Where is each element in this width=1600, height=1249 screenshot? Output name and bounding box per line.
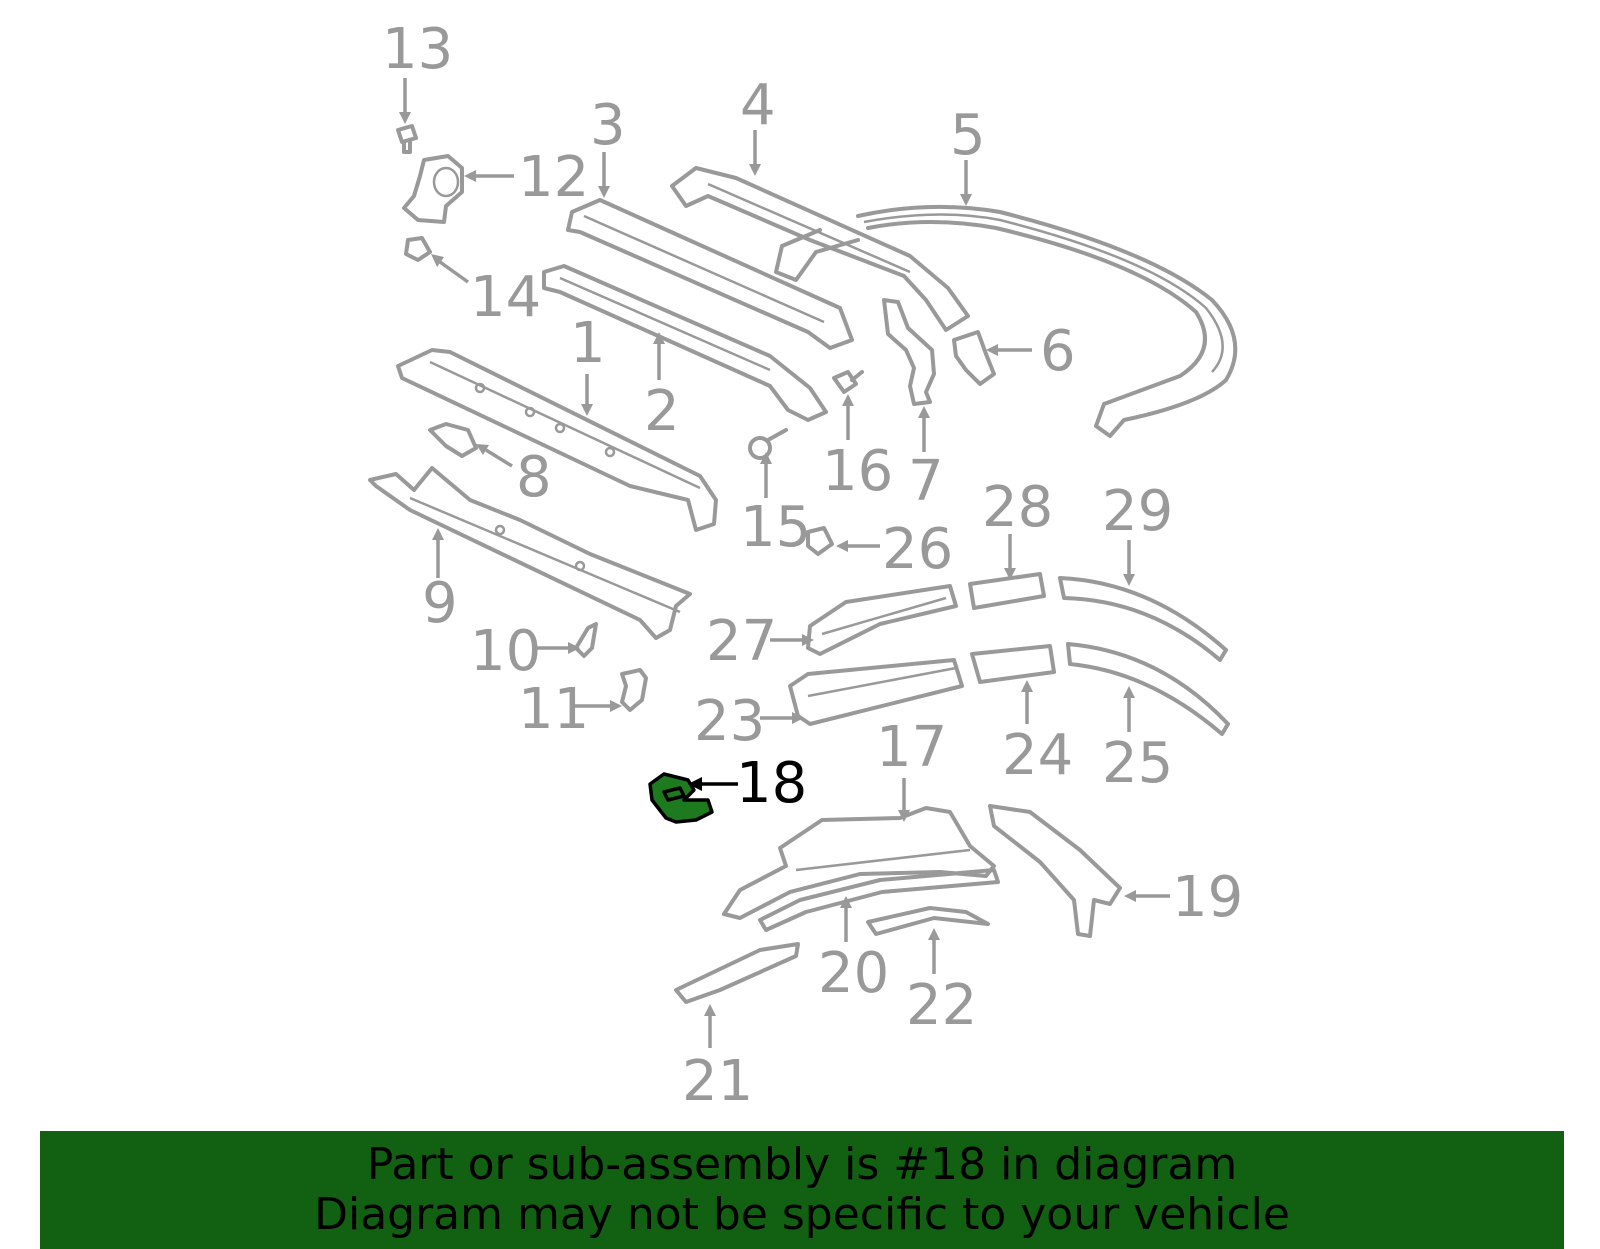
part-21 [674, 942, 800, 1004]
part-1 [396, 348, 718, 532]
arrow-19 [1124, 890, 1170, 902]
arrow-12 [464, 170, 514, 182]
arrow-9 [432, 528, 444, 578]
callout-29[interactable]: 29 [1102, 479, 1173, 544]
part-10 [574, 622, 598, 658]
arrow-28 [1004, 534, 1016, 580]
part-20 [758, 868, 1000, 932]
callout-28[interactable]: 28 [982, 475, 1053, 540]
callout-22[interactable]: 22 [906, 973, 977, 1038]
part-15 [748, 428, 788, 460]
arrow-21 [704, 1004, 716, 1048]
arrow-4 [749, 130, 761, 176]
part-6 [952, 330, 996, 386]
part-17 [722, 806, 996, 920]
part-12 [402, 154, 464, 224]
callout-11[interactable]: 11 [518, 677, 589, 742]
arrow-13 [399, 78, 411, 124]
callout-16[interactable]: 16 [822, 439, 893, 504]
callout-15[interactable]: 15 [740, 495, 811, 560]
callout-6[interactable]: 6 [1040, 319, 1076, 384]
arrow-29 [1123, 540, 1135, 586]
callout-17[interactable]: 17 [876, 715, 947, 780]
part-24 [970, 644, 1056, 684]
arrow-10 [536, 642, 580, 654]
arrow-25 [1123, 686, 1135, 732]
parts-diagram: 13 12 3 4 5 14 6 1 2 16 7 8 15 26 9 28 2… [368, 17, 1243, 1114]
callout-7[interactable]: 7 [908, 449, 944, 514]
arrow-15 [760, 452, 772, 498]
callout-10[interactable]: 10 [470, 619, 541, 684]
arrow-24 [1021, 680, 1033, 724]
part-5 [856, 204, 1238, 438]
part-27 [806, 584, 958, 656]
callout-18[interactable]: 18 [736, 751, 807, 816]
callout-8[interactable]: 8 [516, 445, 552, 510]
callout-5[interactable]: 5 [950, 103, 986, 168]
part-9 [368, 466, 692, 640]
arrow-26 [836, 540, 880, 552]
callout-20[interactable]: 20 [818, 941, 889, 1006]
part-19 [988, 804, 1122, 938]
arrow-5 [960, 160, 972, 206]
arrow-7 [918, 406, 930, 452]
part-14 [404, 236, 432, 262]
callout-12[interactable]: 12 [518, 145, 589, 210]
callout-21[interactable]: 21 [682, 1049, 753, 1114]
part-29 [1058, 576, 1228, 662]
banner-line-2: Diagram may not be specific to your vehi… [314, 1189, 1290, 1240]
arrow-3 [598, 152, 610, 198]
arrow-6 [986, 344, 1032, 356]
callout-23[interactable]: 23 [694, 689, 765, 754]
part-11 [620, 668, 648, 712]
part-18[interactable] [648, 772, 714, 824]
arrow-16 [842, 394, 854, 440]
part-2 [542, 264, 828, 422]
callout-24[interactable]: 24 [1002, 723, 1073, 788]
part-13 [396, 124, 418, 154]
callout-25[interactable]: 25 [1102, 731, 1173, 796]
callout-27[interactable]: 27 [706, 609, 777, 674]
arrow-1 [581, 374, 593, 416]
callout-2[interactable]: 2 [644, 379, 680, 444]
arrow-20 [840, 896, 852, 942]
callout-9[interactable]: 9 [422, 571, 458, 636]
arrow-22 [928, 928, 940, 974]
arrow-17 [898, 778, 910, 822]
part-25 [1066, 642, 1230, 736]
part-26 [806, 526, 834, 556]
arrow-8 [476, 444, 513, 468]
part-7 [882, 298, 936, 406]
callout-3[interactable]: 3 [590, 93, 626, 158]
callout-14[interactable]: 14 [470, 265, 541, 330]
part-16 [832, 370, 864, 394]
part-4 [670, 166, 970, 332]
part-28 [968, 572, 1046, 610]
callout-1[interactable]: 1 [570, 311, 606, 376]
callout-26[interactable]: 26 [882, 517, 953, 582]
part-22 [866, 906, 990, 936]
arrow-18 [688, 777, 738, 791]
arrow-2 [653, 332, 665, 380]
callout-19[interactable]: 19 [1172, 865, 1243, 930]
info-banner: Part or sub-assembly is #18 in diagram D… [40, 1131, 1564, 1249]
callout-13[interactable]: 13 [382, 17, 453, 82]
banner-line-1: Part or sub-assembly is #18 in diagram [366, 1139, 1238, 1190]
callout-4[interactable]: 4 [740, 73, 776, 138]
arrow-27 [770, 634, 814, 646]
arrow-14 [431, 254, 470, 284]
part-3 [566, 198, 854, 350]
part-8 [428, 422, 478, 458]
arrow-23 [760, 712, 804, 724]
arrow-11 [574, 700, 622, 712]
